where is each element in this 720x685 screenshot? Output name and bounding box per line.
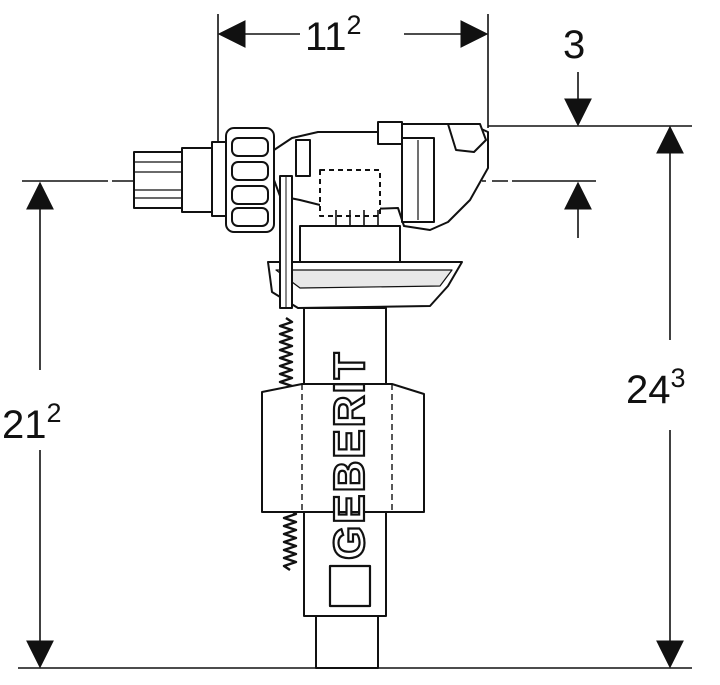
height-spring [278, 317, 294, 395]
inlet-stem [315, 615, 379, 669]
dim-left-height-label: 212 [2, 398, 62, 447]
coupling-nut [225, 127, 275, 233]
dim-top-offset-label: 3 [563, 23, 585, 67]
logo-square-mark [328, 564, 372, 608]
height-spring-lower [282, 509, 298, 571]
dim-top-width-label: 112 [305, 10, 362, 59]
brand-logo: GEBERIT [325, 350, 374, 560]
dimension-arrows [26, 20, 684, 669]
inlet-connector [133, 141, 235, 217]
valve-head [273, 121, 489, 263]
fill-valve [112, 121, 508, 669]
adjustment-rod [279, 175, 293, 309]
float [261, 383, 425, 513]
dim-right-height-label: 243 [626, 363, 686, 412]
float-cup [267, 261, 463, 309]
